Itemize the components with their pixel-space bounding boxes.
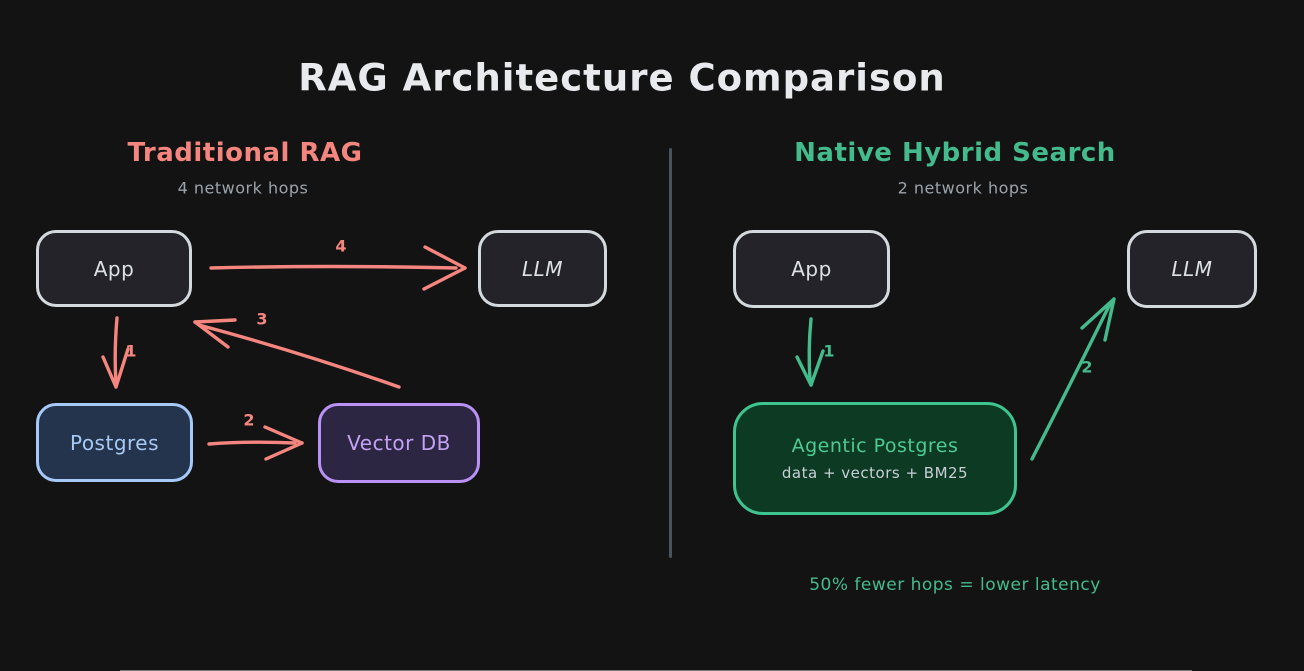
node-vector-db-label: Vector DB	[347, 431, 451, 455]
node-llm-left: LLM	[478, 230, 607, 307]
node-app-left: App	[36, 230, 192, 307]
traditional-rag-heading: Traditional RAG	[127, 138, 363, 168]
latency-note: 50% fewer hops = lower latency	[809, 575, 1101, 595]
node-llm-right: LLM	[1127, 230, 1257, 308]
arrow-label-vector-db-to-app: 3	[256, 309, 268, 329]
node-app-right-label: App	[791, 257, 832, 281]
node-agentic-postgres: Agentic Postgres data + vectors + BM25	[733, 402, 1017, 515]
arrow-label-app-to-llm: 4	[335, 236, 347, 256]
traditional-rag-subheading: 4 network hops	[177, 178, 309, 198]
arrow-label-postgres-to-vector-db: 2	[243, 410, 255, 430]
native-hybrid-search-heading: Native Hybrid Search	[794, 138, 1116, 168]
node-agentic-postgres-title: Agentic Postgres	[791, 435, 959, 457]
arrow-app-to-postgres	[101, 316, 130, 389]
arrow-vector-db-to-app	[193, 318, 401, 389]
arrow-postgres-to-vector-db	[207, 425, 304, 461]
arrow-agentic-postgres-to-llm	[1030, 297, 1116, 461]
bottom-edge-line	[120, 669, 1192, 671]
arrow-label-app-to-postgres: 1	[125, 341, 137, 361]
arrow-app-to-agentic-postgres	[795, 317, 825, 387]
arrow-label-app-to-agentic-postgres: 1	[823, 341, 835, 361]
node-agentic-postgres-detail: data + vectors + BM25	[781, 464, 969, 482]
node-app-right: App	[733, 230, 890, 308]
node-llm-left-label: LLM	[521, 256, 564, 281]
panel-divider	[669, 148, 672, 558]
node-vector-db: Vector DB	[318, 403, 480, 483]
native-hybrid-search-subheading: 2 network hops	[897, 178, 1029, 198]
arrow-label-agentic-postgres-to-llm: 2	[1081, 357, 1093, 377]
node-llm-right-label: LLM	[1171, 257, 1213, 281]
node-app-left-label: App	[93, 256, 135, 281]
node-postgres: Postgres	[36, 403, 193, 482]
node-postgres-label: Postgres	[69, 430, 160, 455]
diagram-title: RAG Architecture Comparison	[298, 56, 946, 100]
